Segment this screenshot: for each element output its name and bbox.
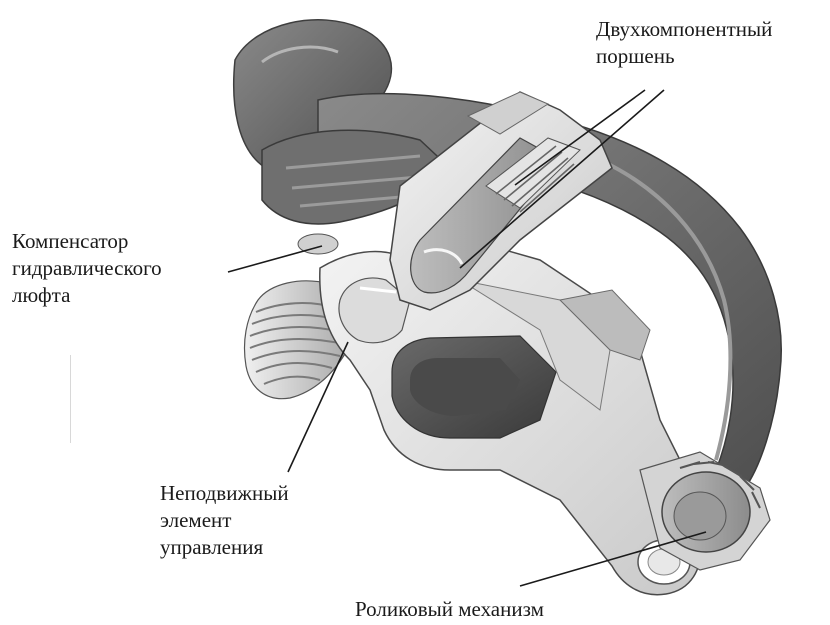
label-fixed-control-element: Неподвижный элемент управления [160, 480, 289, 561]
label-two-part-piston-line1: Двухкомпонентный [596, 16, 772, 43]
label-roller-line1: Роликовый механизм [355, 596, 544, 623]
label-two-part-piston: Двухкомпонентный поршень [596, 16, 772, 70]
label-lash-adjuster-line2: гидравлического [12, 255, 162, 282]
label-roller-mechanism: Роликовый механизм [355, 596, 544, 623]
label-lash-adjuster-line1: Компенсатор [12, 228, 162, 255]
margin-tick-mark [70, 355, 71, 443]
label-two-part-piston-line2: поршень [596, 43, 772, 70]
label-fixed-element-line2: элемент [160, 507, 289, 534]
leader-line-lash-adjuster [228, 246, 322, 272]
label-fixed-element-line3: управления [160, 534, 289, 561]
label-hydraulic-lash-adjuster: Компенсатор гидравлического люфта [12, 228, 162, 309]
label-lash-adjuster-line3: люфта [12, 282, 162, 309]
label-fixed-element-line1: Неподвижный [160, 480, 289, 507]
